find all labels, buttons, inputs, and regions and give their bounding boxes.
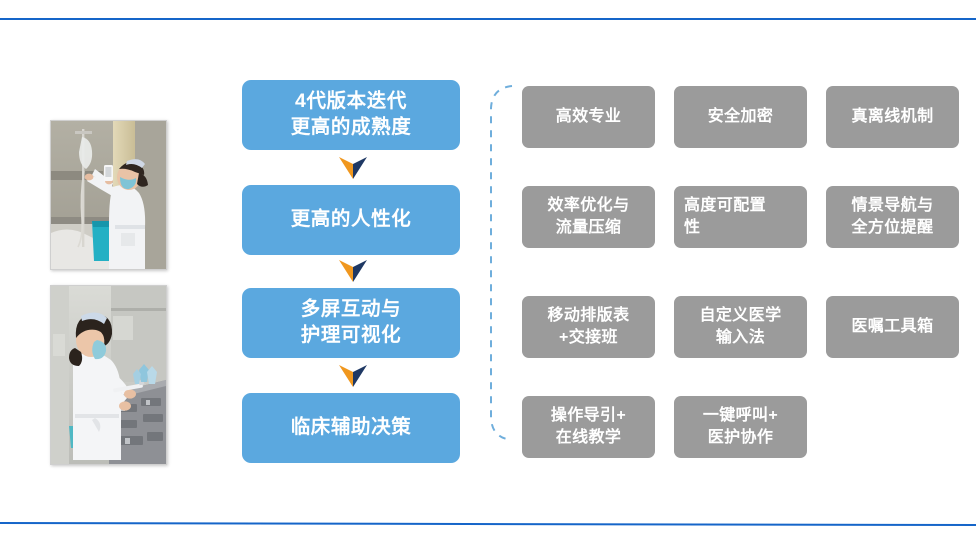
feature-box-r3c2[interactable]: 自定义医学 输入法	[674, 296, 807, 358]
feature-box-r3c1[interactable]: 移动排版表 +交接班	[522, 296, 655, 358]
flow-arrow-2	[338, 259, 368, 283]
flow-step-3[interactable]: 多屏互动与 护理可视化	[242, 288, 460, 358]
feature-box-r4c2[interactable]: 一键呼叫+ 医护协作	[674, 396, 807, 458]
flow-arrow-1	[338, 156, 368, 180]
feature-box-r1c3[interactable]: 真离线机制	[826, 86, 959, 148]
feature-box-r2c1[interactable]: 效率优化与 流量压缩	[522, 186, 655, 248]
chevron-down-icon	[339, 260, 367, 282]
feature-box-r3c3[interactable]: 医嘱工具箱	[826, 296, 959, 358]
flow-step-1[interactable]: 4代版本迭代 更高的成熟度	[242, 80, 460, 150]
chevron-down-icon	[339, 365, 367, 387]
feature-box-r1c1[interactable]: 高效专业	[522, 86, 655, 148]
flow-step-2[interactable]: 更高的人性化	[242, 185, 460, 255]
photo-nurse-preparing-medication-image	[51, 286, 166, 464]
feature-box-r2c2[interactable]: 高度可配置 性	[674, 186, 807, 248]
feature-box-r1c2[interactable]: 安全加密	[674, 86, 807, 148]
flow-arrow-3	[338, 364, 368, 388]
photo-nurse-iv-drip-image	[51, 121, 166, 269]
feature-box-r4c1[interactable]: 操作导引+ 在线教学	[522, 396, 655, 458]
dashed-bracket-icon	[490, 85, 513, 441]
photo-nurse-iv-drip	[50, 120, 167, 270]
dashed-bracket-connector	[478, 82, 514, 444]
photo-nurse-preparing-medication	[50, 285, 167, 465]
flow-step-4[interactable]: 临床辅助决策	[242, 393, 460, 463]
chevron-down-icon	[339, 157, 367, 179]
top-divider-line	[0, 18, 976, 20]
bottom-divider-line	[0, 522, 976, 527]
feature-box-r2c3[interactable]: 情景导航与 全方位提醒	[826, 186, 959, 248]
